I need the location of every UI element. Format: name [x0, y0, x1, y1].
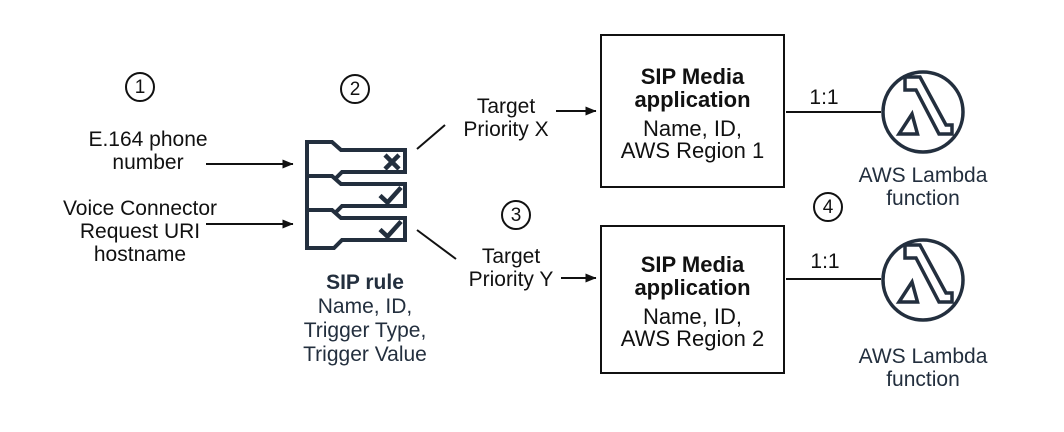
app-2-title: SIP Media application: [634, 252, 751, 300]
label-target-priority-x: Target Priority X: [463, 95, 549, 141]
x-mark-icon: [383, 153, 401, 171]
ratio-label-2: 1:1: [810, 250, 840, 273]
ratio-label-1: 1:1: [809, 86, 839, 109]
check-mark-icon: [378, 185, 403, 206]
sip-rule-caption: SIP rule Name, ID, Trigger Type, Trigger…: [265, 271, 465, 367]
step-badge-4: 4: [813, 192, 843, 222]
sip-rule-details: Name, ID, Trigger Type, Trigger Value: [303, 295, 427, 366]
label-voice-connector-hostname: Voice Connector Request URI hostname: [62, 197, 218, 266]
sip-media-application-box-2: SIP Media application Name, ID, AWS Regi…: [600, 225, 785, 374]
step-badge-1: 1: [125, 72, 155, 102]
step-number: 4: [822, 196, 834, 218]
step-badge-3: 3: [501, 200, 531, 230]
label-e164-phone-number: E.164 phone number: [88, 128, 208, 174]
label-target-priority-y: Target Priority Y: [468, 245, 554, 291]
step-number: 1: [134, 76, 146, 98]
step-number: 3: [510, 204, 522, 226]
app-1-title: SIP Media application: [634, 63, 751, 112]
sip-media-application-box-1: SIP Media application Name, ID, AWS Regi…: [600, 34, 785, 188]
app-2-details: Name, ID, AWS Region 2: [620, 304, 765, 351]
aws-lambda-icon: [881, 70, 965, 154]
sip-rule-title: SIP rule: [326, 271, 404, 294]
step-number: 2: [349, 78, 361, 100]
app-1-details: Name, ID, AWS Region 1: [620, 115, 765, 163]
aws-lambda-icon: [881, 238, 965, 322]
label-aws-lambda-function-1: AWS Lambda function: [858, 164, 988, 210]
connector-rule-to-target-y: [416, 229, 457, 260]
connector-rule-to-target-x: [416, 124, 446, 150]
rule-row-3: [305, 208, 407, 250]
label-aws-lambda-function-2: AWS Lambda function: [858, 345, 988, 391]
sip-rule-checklist-icon: [305, 140, 407, 250]
check-mark-icon: [378, 219, 403, 240]
step-badge-2: 2: [340, 74, 370, 104]
